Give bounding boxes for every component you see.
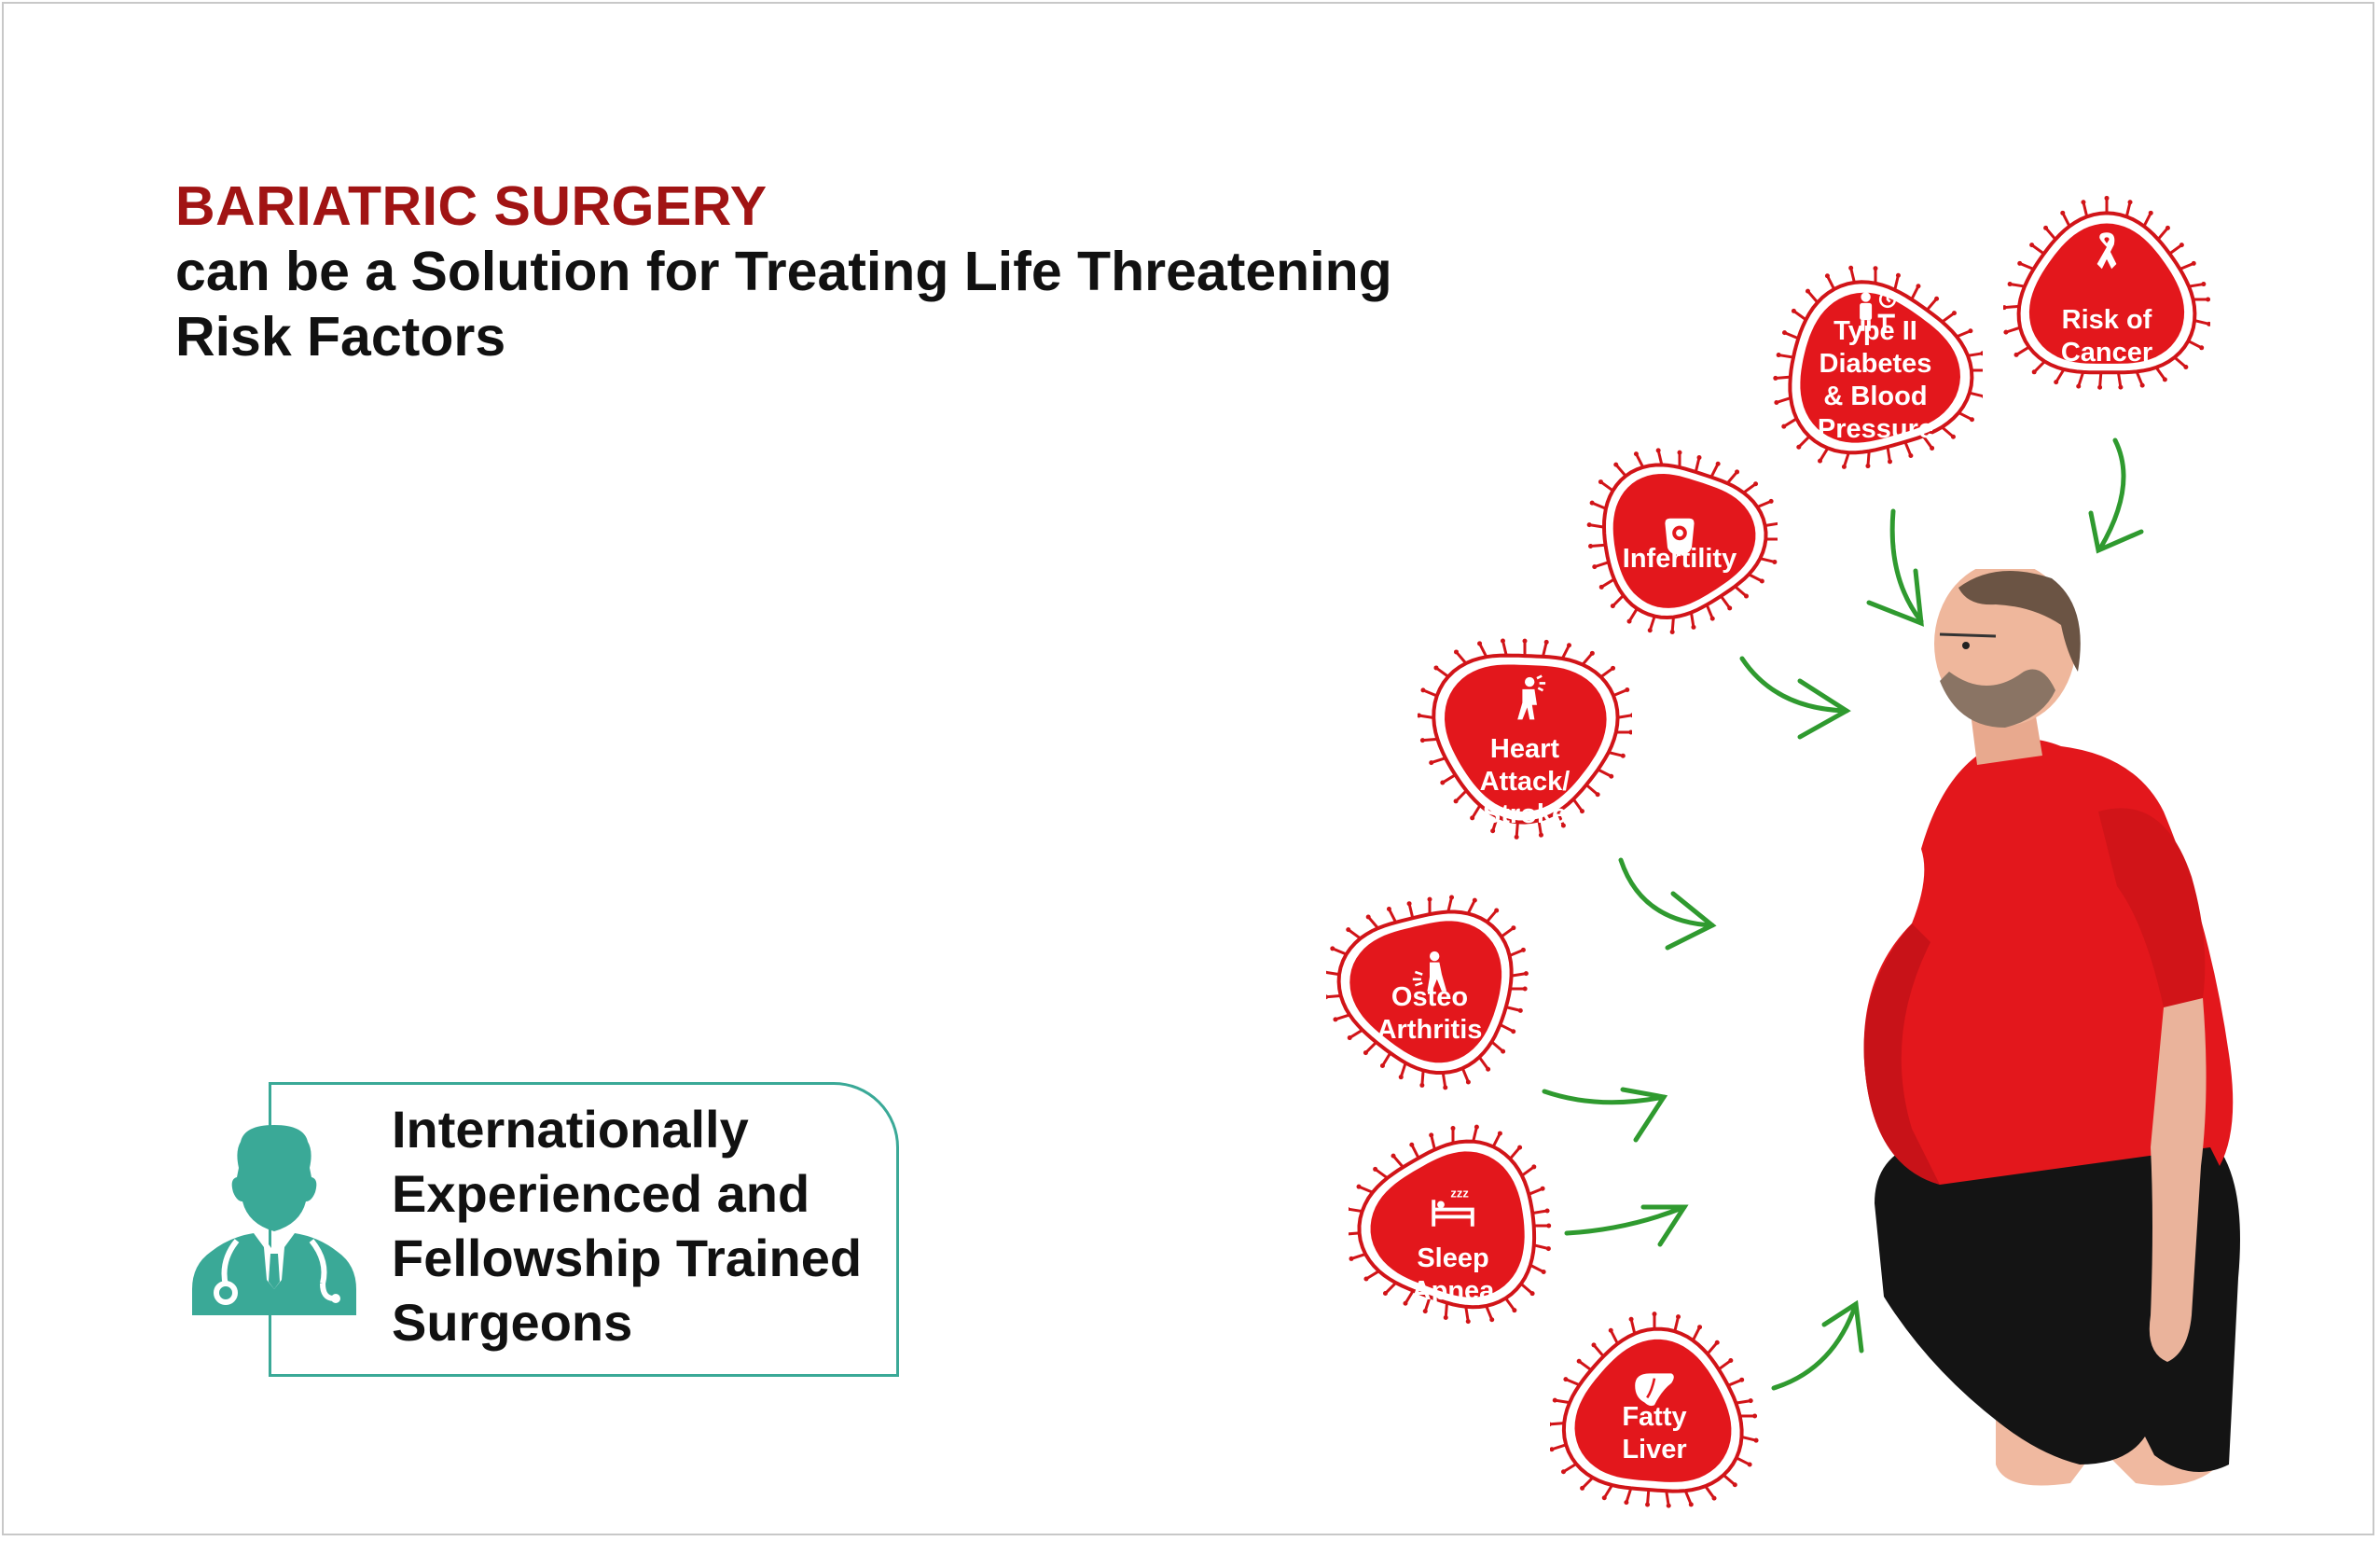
headline-line-2: can be a Solution for Treating Life Thre… — [175, 241, 1392, 302]
arrowhead-infertility — [1797, 678, 1851, 740]
arrow-from-infertility — [1739, 656, 1849, 714]
promo-line-1: Internationally — [392, 1100, 749, 1159]
badge-label-line: Risk of — [2061, 305, 2152, 335]
badge-label-line: Type II — [1833, 316, 1917, 346]
badge-label-line: Osteo — [1391, 982, 1469, 1012]
liver-icon — [1630, 1364, 1679, 1417]
badge-shape — [1550, 1312, 1759, 1508]
arrowhead-osteo — [1620, 1087, 1668, 1143]
arrowhead-heart — [1665, 891, 1717, 951]
promo-line-2: Experienced and — [392, 1164, 810, 1223]
badge-label-line: Apnea — [1411, 1276, 1495, 1306]
chest-pain-icon — [1501, 673, 1549, 727]
headline-line-3: Risk Factors — [175, 306, 506, 368]
arrow-from-heart — [1618, 857, 1715, 928]
badge-infertility: Infertility — [1582, 438, 1778, 640]
uterus-icon — [1655, 511, 1704, 564]
arrowhead-cancer — [2088, 510, 2144, 554]
sleeping-bed-icon: zzz — [1429, 1183, 1477, 1236]
badge-label-line: Diabetes — [1819, 349, 1932, 379]
badge-label-line: Liver — [1622, 1435, 1687, 1465]
arrow-from-osteo — [1542, 1089, 1667, 1105]
badge-shape — [1349, 1124, 1552, 1325]
badge-label-line: & Blood — [1823, 382, 1928, 411]
promo-line-3: Fellowship Trained — [392, 1229, 863, 1287]
ribbon-icon — [2082, 228, 2131, 281]
headline-brand: BARIATRIC SURGERY — [175, 175, 768, 237]
arrow-from-diabetes — [1889, 508, 1924, 624]
svg-text:zzz: zzz — [1450, 1187, 1469, 1201]
knee-pain-icon — [1405, 948, 1454, 1001]
surgeon-icon — [192, 1125, 356, 1315]
badge-label: Infertility — [1582, 543, 1778, 576]
badge-label-line: Pressure — [1817, 414, 1934, 444]
arrow-from-sleep — [1564, 1204, 1687, 1236]
badge-label-line: Infertility — [1622, 544, 1737, 574]
arrow-from-liver — [1771, 1301, 1859, 1391]
arrowhead-sleep — [1640, 1204, 1689, 1247]
promo-line-4: Surgeons — [392, 1293, 633, 1352]
badge-label-line: Fatty — [1622, 1402, 1687, 1432]
badge-shape — [2003, 196, 2210, 390]
badge-shape — [1418, 638, 1632, 840]
badge-shape — [1326, 895, 1529, 1090]
doctor-patient-icon — [1851, 287, 1900, 340]
badge-label-line: Sleep — [1417, 1243, 1489, 1273]
badge-label-line: Arthritis — [1377, 1015, 1483, 1045]
arrowhead-diabetes — [1866, 568, 1924, 627]
surgeon-promo-text: Internationally Experienced and Fellowsh… — [392, 1097, 862, 1354]
obese-man-illustration — [1863, 569, 2240, 1486]
badge-label-line: Heart — [1489, 734, 1560, 764]
badge-shape — [1773, 265, 1983, 469]
badge-label-line: Attack/ — [1479, 767, 1571, 797]
arrowhead-liver — [1821, 1299, 1864, 1354]
headline: BARIATRIC SURGERY can be a Solution for … — [175, 174, 1392, 369]
badge-label-line: Stroke — [1482, 799, 1568, 829]
arrow-from-cancer — [2097, 437, 2126, 551]
badge-label-line: Cancer — [2060, 338, 2153, 368]
